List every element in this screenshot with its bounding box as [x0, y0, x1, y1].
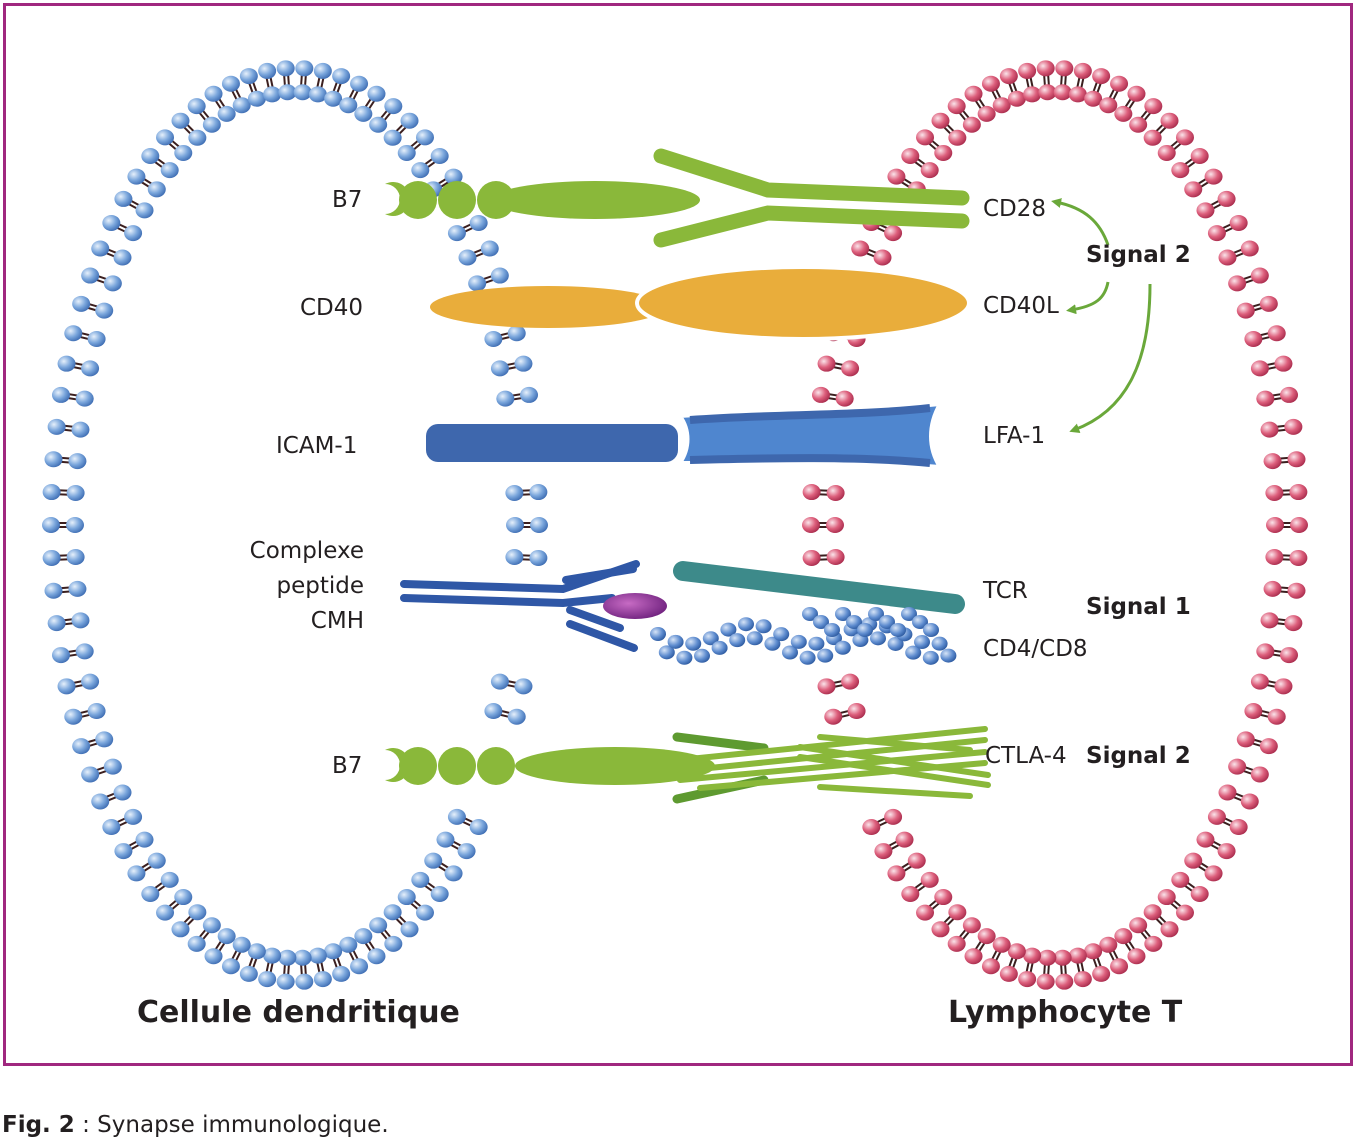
figure-frame: [3, 3, 1353, 1066]
b7-cd28-pair-top: [385, 148, 970, 248]
cd4-bead: [694, 648, 710, 663]
cd4-bead: [764, 636, 781, 651]
peptide: [603, 593, 667, 619]
cd4-bead: [738, 617, 754, 632]
cd4-bead: [824, 623, 840, 637]
mhc-peptide-complex: [400, 560, 667, 652]
cd4-bead: [799, 650, 816, 665]
cd4-bead: [901, 607, 917, 621]
icam1-molecule: [426, 424, 678, 462]
lymphocyte-membrane: [802, 60, 1308, 990]
tcr-molecule: [673, 561, 965, 614]
title-lymphocyte-t: Lymphocyte T: [948, 995, 1183, 1030]
cd4-bead: [711, 640, 728, 655]
b7-bottom-domain-2: [438, 747, 476, 785]
b7-ctla4-pair: [385, 726, 991, 804]
arrow-to-cd28: [1051, 198, 1110, 246]
cd4-cd8-coreceptor: [650, 607, 957, 665]
cd4-bead: [746, 631, 763, 646]
b7-top-domain-1: [399, 181, 437, 219]
title-dendritic-cell: Cellule dendritique: [137, 995, 460, 1030]
caption-text: : Synapse immunologique.: [74, 1112, 389, 1138]
cd4-bead: [773, 627, 790, 642]
label-signal-2-top: Signal 2: [1086, 242, 1191, 268]
cd4-bead: [835, 607, 851, 621]
cd4-bead: [808, 636, 825, 651]
cd4-bead: [923, 623, 939, 637]
icam1-lfa1-pair: [426, 401, 944, 470]
label-tcr: TCR: [983, 578, 1028, 604]
cd4-bead: [868, 607, 884, 621]
cd4-bead: [914, 635, 930, 650]
label-signal-1: Signal 1: [1086, 594, 1191, 620]
cd4-bead: [667, 634, 684, 649]
b7-bottom-domain-1: [399, 747, 437, 785]
label-b7-top: B7: [332, 187, 363, 213]
cd4-bead: [755, 619, 772, 634]
arrow-to-lfa1: [1069, 283, 1152, 433]
cd4-bead: [887, 636, 904, 651]
ctla4-receptor: [657, 726, 991, 804]
b7-top-domain-2: [438, 181, 476, 219]
cd4-bead: [676, 650, 693, 665]
label-complex-line1: Complexe: [249, 538, 364, 564]
cd4-bead: [912, 615, 928, 629]
cd4-bead: [905, 645, 922, 660]
cd4-bead: [817, 648, 834, 663]
label-cd40l: CD40L: [983, 293, 1059, 319]
dendritic-cell-membrane: [42, 60, 548, 990]
cd40l-molecule: [635, 265, 971, 341]
label-cd40: CD40: [300, 295, 364, 321]
cd4-bead: [720, 622, 737, 637]
label-complex-line3: CMH: [310, 608, 364, 634]
label-icam1: ICAM-1: [276, 433, 358, 459]
label-complex-line2: peptide: [276, 573, 364, 599]
cd4-bead: [658, 645, 675, 660]
figure-caption: Fig. 2 : Synapse immunologique.: [2, 1112, 389, 1138]
cd40-cd40l-pair: [430, 265, 971, 341]
label-lfa1: LFA-1: [983, 423, 1046, 449]
cd4-bead: [802, 607, 818, 621]
cd4-bead: [922, 650, 939, 665]
cd28-receptor: [653, 148, 970, 248]
label-b7-bottom: B7: [332, 753, 363, 779]
signal-2-arrows: [1051, 198, 1152, 433]
immunological-synapse-diagram: [42, 60, 1308, 990]
label-signal-2-bottom: Signal 2: [1086, 743, 1191, 769]
cd4-bead: [890, 623, 906, 637]
cd4-bead: [650, 627, 666, 641]
cd4-bead: [834, 640, 851, 655]
cd40-molecule: [430, 286, 666, 328]
arrow-to-cd40l: [1066, 281, 1110, 315]
cd4-bead: [702, 631, 719, 646]
b7-bottom-body: [515, 747, 715, 785]
b7-top-body: [490, 181, 700, 219]
cd4-bead: [931, 636, 948, 651]
cd4-bead: [729, 633, 746, 648]
cd4-bead: [870, 631, 886, 646]
cd4-bead: [879, 615, 895, 629]
caption-figure-number: Fig. 2: [2, 1112, 75, 1138]
cd4-bead: [813, 615, 829, 629]
label-cd28: CD28: [983, 196, 1047, 222]
cd4-bead: [685, 636, 702, 651]
cd4-bead: [940, 648, 957, 663]
cd4-bead: [846, 615, 862, 629]
label-ctla4: CTLA-4: [985, 743, 1067, 769]
cd4-bead: [790, 634, 807, 649]
b7-bottom-domain-3: [477, 747, 515, 785]
label-cd4-cd8: CD4/CD8: [983, 636, 1088, 662]
cd4-bead: [782, 645, 798, 660]
cd4-bead: [857, 623, 873, 637]
